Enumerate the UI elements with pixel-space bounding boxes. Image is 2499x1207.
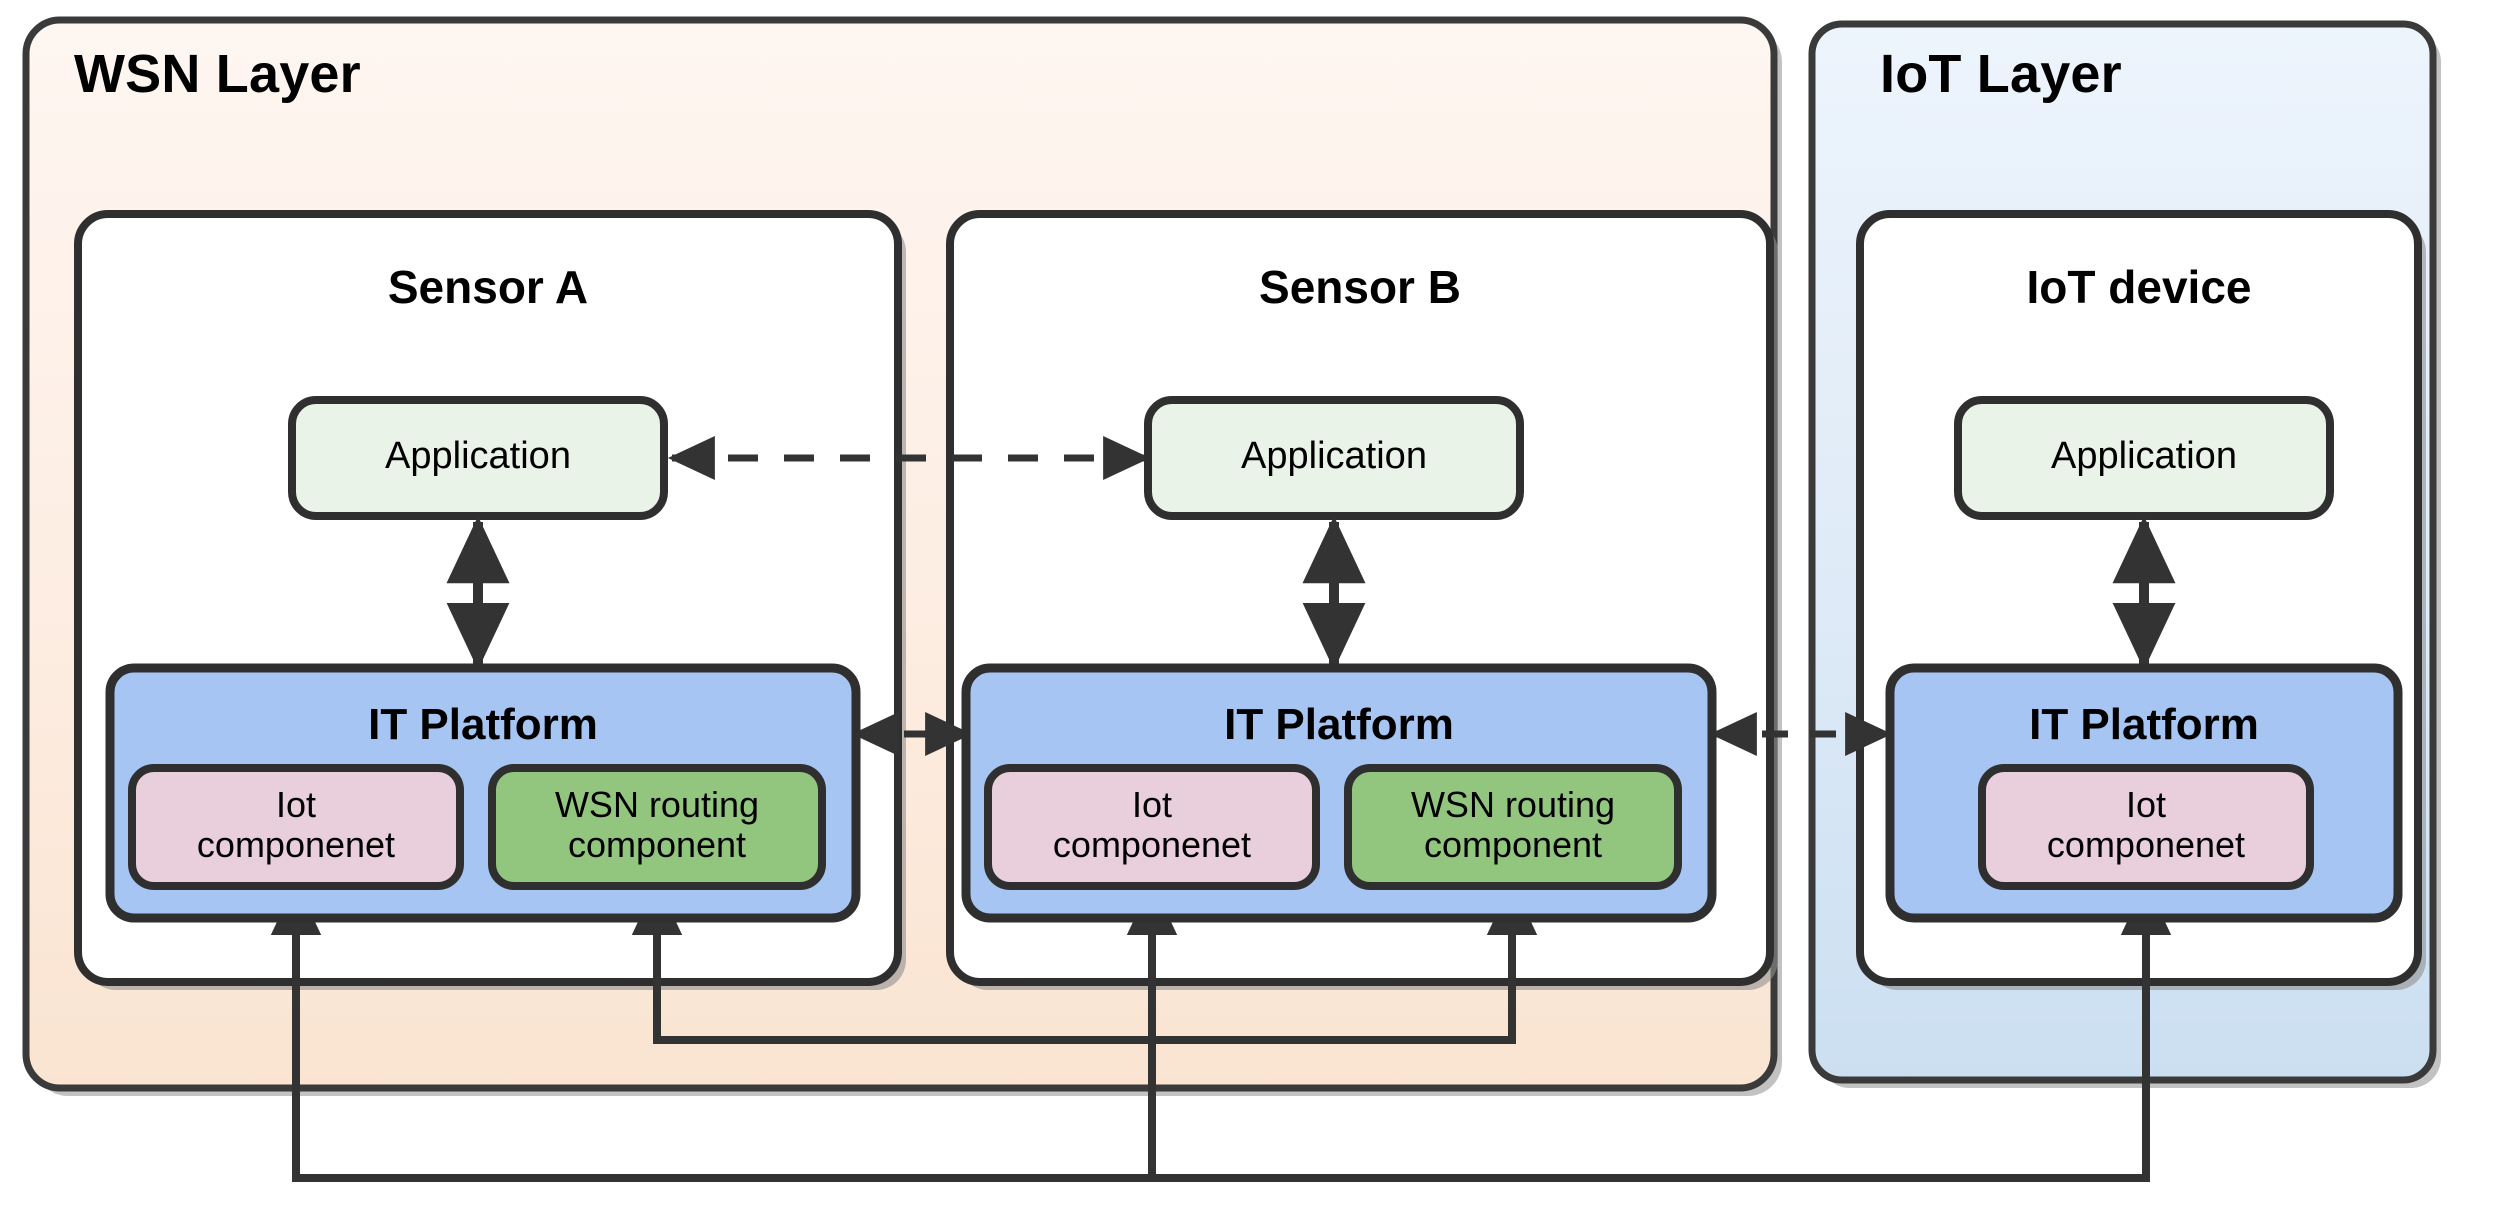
sensor-a-iot-component-box[interactable] <box>128 764 464 890</box>
sensor-b-application-box[interactable] <box>1144 396 1524 520</box>
sensor-a-application-box[interactable] <box>288 396 668 520</box>
sensor-a-wsn-routing-component-box[interactable] <box>488 764 826 890</box>
sensor-b-wsn-routing-component-box[interactable] <box>1344 764 1682 890</box>
sensor-b-iot-component-box[interactable] <box>984 764 1320 890</box>
iot-device-iot-component-box[interactable] <box>1978 764 2314 890</box>
iot-bus-sensor-a-sensor-b-iot-device <box>270 881 2172 1182</box>
routing-bus-sensor-a-to-sensor-b <box>631 881 1538 1044</box>
iot-device-application-box[interactable] <box>1954 396 2334 520</box>
